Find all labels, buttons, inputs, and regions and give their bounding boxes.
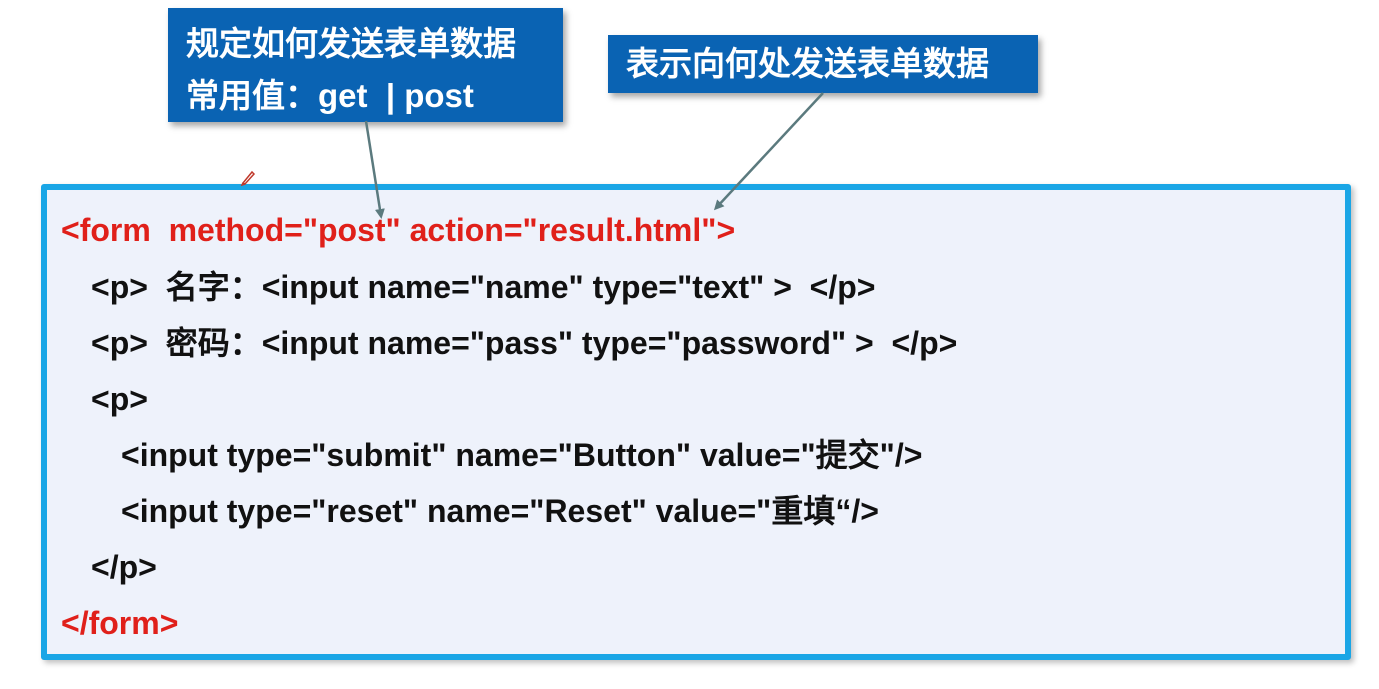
code-p-close: </p> [91,549,157,585]
code-input-reset: <input type="reset" name="Reset" value="… [121,493,879,529]
method-callout-line-2: 常用值：get | post [186,77,474,114]
code-form-open: <form method="post" action="result.html"… [61,212,736,248]
code-input-submit: <input type="submit" name="Button" value… [121,437,923,473]
code-form-close: </form> [61,605,179,641]
code-p-name: <p> 名字：<input name="name" type="text" > … [91,269,876,305]
method-callout-line-1: 规定如何发送表单数据 [186,25,516,62]
code-p-open: <p> [91,381,148,417]
code-box: <form method="post" action="result.html"… [41,184,1351,660]
action-callout-text: 表示向何处发送表单数据 [626,45,989,82]
action-callout: 表示向何处发送表单数据 [608,35,1038,93]
code-p-pass: <p> 密码：<input name="pass" type="password… [91,325,958,361]
method-callout: 规定如何发送表单数据 常用值：get | post [168,8,563,122]
pen-icon [240,170,256,186]
